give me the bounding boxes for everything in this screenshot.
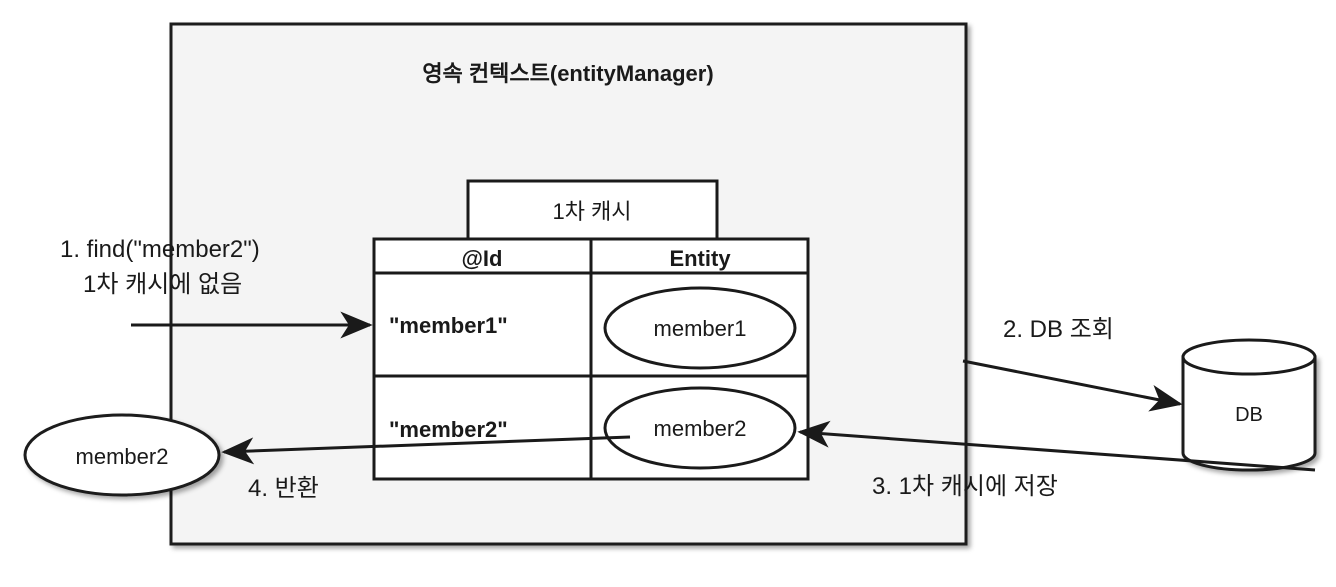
arrow-db-query [962, 359, 1183, 412]
returned-entity: member2 [23, 413, 221, 497]
returned-entity-label: member2 [76, 444, 169, 469]
arrow-step-4 [221, 435, 631, 465]
step-3-label: 3. 1차 캐시에 저장 [872, 473, 1058, 500]
database-label: DB [1235, 404, 1263, 426]
arrow-cache-store [797, 420, 1316, 472]
returned-entity-ellipse [23, 413, 221, 497]
cache-row-1-entity-ellipse [603, 286, 797, 370]
first-level-cache-tab-label: 1차 캐시 [552, 199, 631, 224]
step-4-label: 4. 반환 [248, 475, 319, 502]
first-level-cache-tab-box [466, 179, 719, 241]
cache-row-2-entity-ellipse [603, 386, 797, 470]
cache-row-2-id: "member2" [389, 417, 508, 442]
persistence-context-title: 영속 컨텍스트(entityManager) [422, 61, 713, 86]
arrow-step-3 [797, 420, 1316, 472]
cache-table-row: "member2" member2 [389, 386, 797, 470]
cache-table-header-entity: Entity [669, 246, 731, 271]
step-2-label: 2. DB 조회 [1003, 316, 1114, 343]
cache-table-header-id: @Id [461, 246, 502, 271]
cache-row-2-entity-label: member2 [654, 416, 747, 441]
step-1-line-2: 1차 캐시에 없음 [83, 271, 242, 298]
arrow-return-entity [221, 435, 631, 465]
step-1-line-1: 1. find("member2") [60, 236, 260, 263]
database-top-ellipse [1181, 338, 1317, 376]
cache-row-1-entity-label: member1 [654, 316, 747, 341]
database-cylinder: DB [1181, 338, 1317, 472]
first-level-cache-tab: 1차 캐시 [466, 179, 719, 241]
cache-row-1-id: "member1" [389, 313, 508, 338]
step-label-1: 1. find("member2") 1차 캐시에 없음 [60, 236, 260, 298]
cache-table-row: "member1" member1 [389, 286, 797, 370]
arrow-step-2 [962, 359, 1183, 412]
